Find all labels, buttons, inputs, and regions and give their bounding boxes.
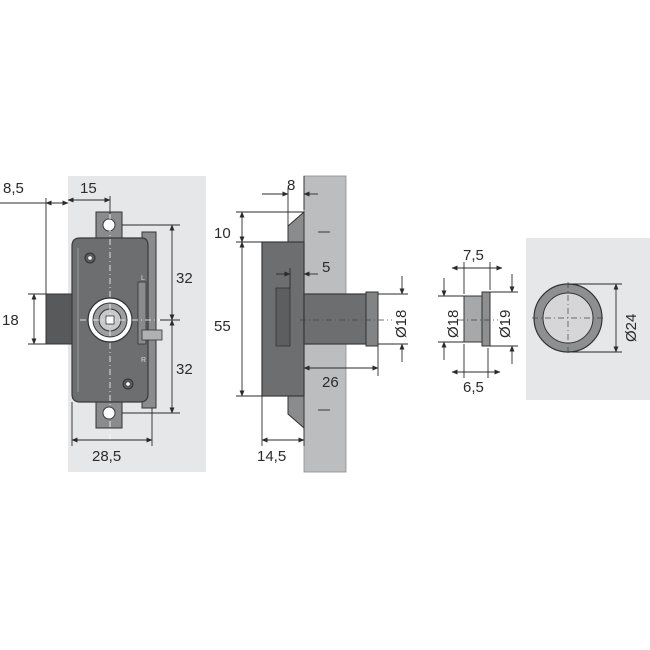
dim-10-label: 10 — [214, 225, 231, 242]
dim-bush-18-label: Ø18 — [445, 310, 462, 338]
latch-tongue — [45, 293, 73, 345]
bolt-catch — [141, 329, 163, 341]
bushing-view: 7,5 Ø18 Ø19 6,5 — [438, 247, 518, 396]
marking-l: L — [141, 275, 145, 282]
side-cylinder-cap — [365, 291, 379, 347]
front-view: L R 8,5 15 18 32 32 28,5 — [0, 176, 206, 472]
dim-26-label: 26 — [322, 374, 339, 391]
dim-7-5-label: 7,5 — [463, 247, 484, 264]
body-screw-top-left-center — [88, 256, 92, 260]
dim-8-5-label: 8,5 — [3, 180, 24, 197]
dim-8-label: 8 — [287, 177, 295, 194]
body-screw-bottom-right-center — [126, 382, 130, 386]
dim-24-label: Ø24 — [623, 314, 640, 342]
dim-18-label: 18 — [2, 312, 19, 329]
bottom-screw-hole — [102, 406, 116, 420]
bolt-track — [137, 281, 147, 345]
dim-18dia-label: Ø18 — [393, 310, 410, 338]
side-cylinder — [303, 293, 377, 345]
side-view: 8 10 55 5 Ø18 26 14,5 — [214, 175, 410, 473]
dim-15-label: 15 — [80, 180, 97, 197]
dim-32-bottom-label: 32 — [176, 361, 193, 378]
bushing-flange — [481, 291, 491, 347]
dim-14-5-label: 14,5 — [257, 448, 286, 465]
dim-5-label: 5 — [322, 259, 330, 276]
ring-view: Ø24 — [526, 238, 650, 400]
marking-r: R — [141, 357, 146, 364]
dim-28-5-label: 28,5 — [92, 448, 121, 465]
top-screw-hole — [102, 218, 116, 232]
dim-6-5-label: 6,5 — [463, 379, 484, 396]
side-body-inner — [275, 287, 291, 347]
dim-bush-19-label: Ø19 — [497, 310, 514, 338]
dim-55-label: 55 — [214, 318, 231, 335]
dim-32-top-label: 32 — [176, 270, 193, 287]
